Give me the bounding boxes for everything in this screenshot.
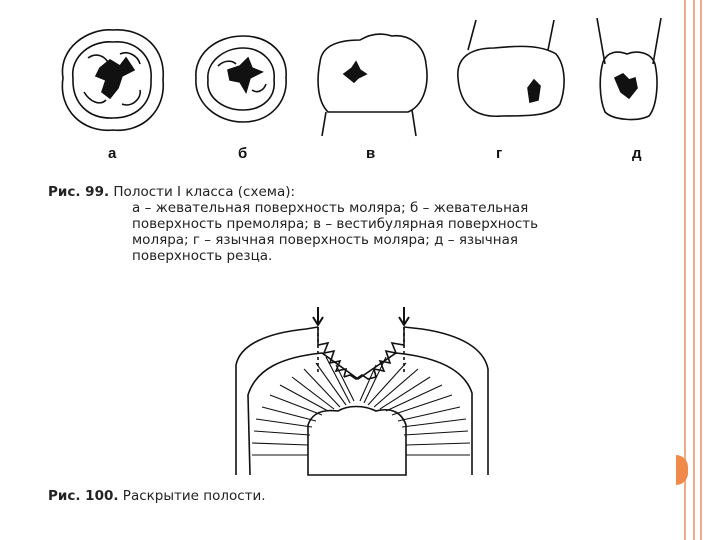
caption-99-line-1: Рис. 99. Полости I класса (схема): (48, 184, 628, 200)
decorative-accent-tab (676, 455, 688, 485)
figure-99-teeth-illustration (61, 18, 662, 137)
tooth-d-molar-lingual (457, 19, 565, 118)
tooth-e-incisor-lingual (596, 18, 662, 121)
tooth-c-molar-vestibular (317, 33, 428, 137)
caption-99-line-5: поверхность резца. (132, 248, 273, 264)
caption-99-title: Полости I класса (схема): (113, 184, 296, 200)
tooth-label-a: а (108, 145, 117, 162)
tooth-label-g: г (496, 145, 503, 162)
caption-100-number: Рис. 100. (48, 488, 119, 504)
caption-99-number: Рис. 99. (48, 184, 110, 200)
caption-99-line-2: а – жевательная поверхность моляра; б – … (132, 200, 529, 216)
tooth-label-b: б (238, 145, 248, 162)
caption-100-text: Раскрытие полости. (122, 488, 266, 504)
caption-99-line-3: поверхность премоляра; в – вестибулярная… (132, 216, 539, 232)
decorative-right-border (684, 0, 720, 540)
figure-100-caption: Рис. 100. Раскрытие полости. (48, 488, 628, 504)
tooth-label-d: д (632, 145, 642, 162)
tooth-b-premolar-occlusal (195, 35, 287, 123)
figure-100-cavity-section (235, 307, 489, 476)
tooth-a-molar-occlusal (61, 29, 164, 131)
caption-99-line-4: моляра; г – язычная поверхность моляра; … (132, 232, 518, 248)
tooth-label-v: в (366, 145, 376, 162)
figure-99-caption: Рис. 99. Полости I класса (схема): а – ж… (48, 184, 628, 264)
